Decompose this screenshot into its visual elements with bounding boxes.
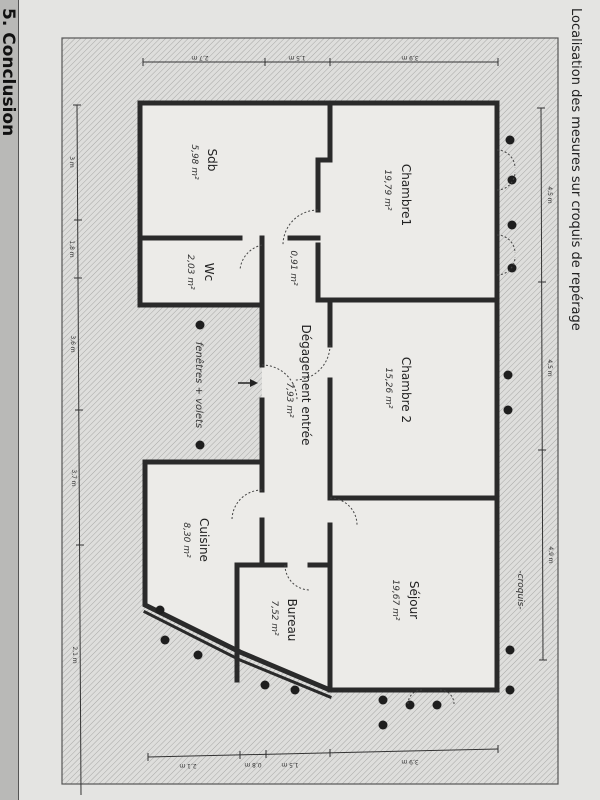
- page-title: Localisation des mesures sur croquis de …: [568, 8, 583, 331]
- room-name-sdb: Sdb: [205, 149, 219, 172]
- dim-right-1: 4,5 m: [546, 186, 553, 203]
- dim-right-3: 4,9 m: [547, 546, 554, 563]
- room-area-sdb: 5,98 m²: [189, 144, 199, 180]
- dim-bottom-4: 3,9 m: [401, 758, 418, 765]
- plan-caption: -croquis-: [515, 570, 525, 609]
- dim-bottom-3: 1,5 m: [281, 761, 298, 768]
- legend-dot-icon: [195, 440, 205, 450]
- room-area-sejour: 19,67 m²: [390, 579, 400, 620]
- legend-dot-icon: [195, 320, 205, 330]
- dim-left-2: 1,8 m: [68, 240, 75, 257]
- dimension-right: 4,5 m 4,5 m 4,9 m: [537, 107, 554, 661]
- section-heading-cutoff: 5. Conclusion: [0, 8, 18, 137]
- room-labels: Chambre1 19,79 m² Sdb 5,98 m² Wc 2,03 m²…: [181, 144, 525, 641]
- dim-left-1: 3 m: [68, 156, 75, 168]
- room-area-chambre1: 19,79 m²: [382, 169, 392, 210]
- room-name-wc: Wc: [202, 263, 216, 281]
- room-area-degagement: 7,93 m²: [284, 382, 294, 418]
- dim-top-1: 2,7 m: [191, 54, 208, 61]
- outer-wall: [137, 100, 500, 693]
- room-name-degagement: Dégagement entrée: [299, 325, 313, 446]
- dim-left-4: 3,7 m: [70, 469, 77, 486]
- dim-right-2: 4,5 m: [546, 359, 553, 376]
- entrance-arrow-icon: [238, 379, 258, 387]
- window-swings: [407, 149, 516, 705]
- dimension-left: 3 m 1,8 m 3,6 m 3,7 m 2,1 m: [68, 104, 84, 796]
- room-name-bureau: Bureau: [285, 599, 299, 642]
- room-area-cuisine: 8,30 m²: [181, 522, 191, 558]
- dimension-top: 2,7 m 1,5 m 3,9 m: [142, 54, 499, 66]
- room-name-chambre1: Chambre1: [399, 164, 413, 226]
- dim-left-3: 3,6 m: [69, 335, 76, 352]
- floor-area: [140, 103, 497, 690]
- dim-left-5: 2,1 m: [71, 646, 78, 663]
- dim-top-2: 1,5 m: [288, 54, 305, 61]
- door-swings: [231, 209, 358, 591]
- dimension-bottom: 2,1 m 0,8 m 1,5 m 3,9 m: [147, 745, 499, 769]
- window-markers: [155, 135, 517, 730]
- room-area-bureau: 7,52 m²: [269, 600, 279, 636]
- dim-top-3: 3,9 m: [401, 54, 418, 61]
- legend-label: fenêtres + volets: [193, 342, 205, 428]
- dim-bottom-1: 2,1 m: [179, 762, 196, 769]
- room-area-chambre2: 15,26 m²: [383, 367, 393, 408]
- interior-walls: [137, 100, 500, 693]
- room-area-wc: 2,03 m²: [185, 254, 195, 290]
- room-area-placard: 0,91 m²: [288, 250, 298, 286]
- room-name-sejour: Séjour: [407, 581, 421, 619]
- room-name-cuisine: Cuisine: [197, 518, 211, 562]
- dim-bottom-2: 0,8 m: [244, 761, 261, 768]
- previous-page-edge: 5. Conclusion: [0, 0, 19, 800]
- room-name-chambre2: Chambre 2: [399, 357, 413, 423]
- chamfer-wall: [142, 609, 332, 699]
